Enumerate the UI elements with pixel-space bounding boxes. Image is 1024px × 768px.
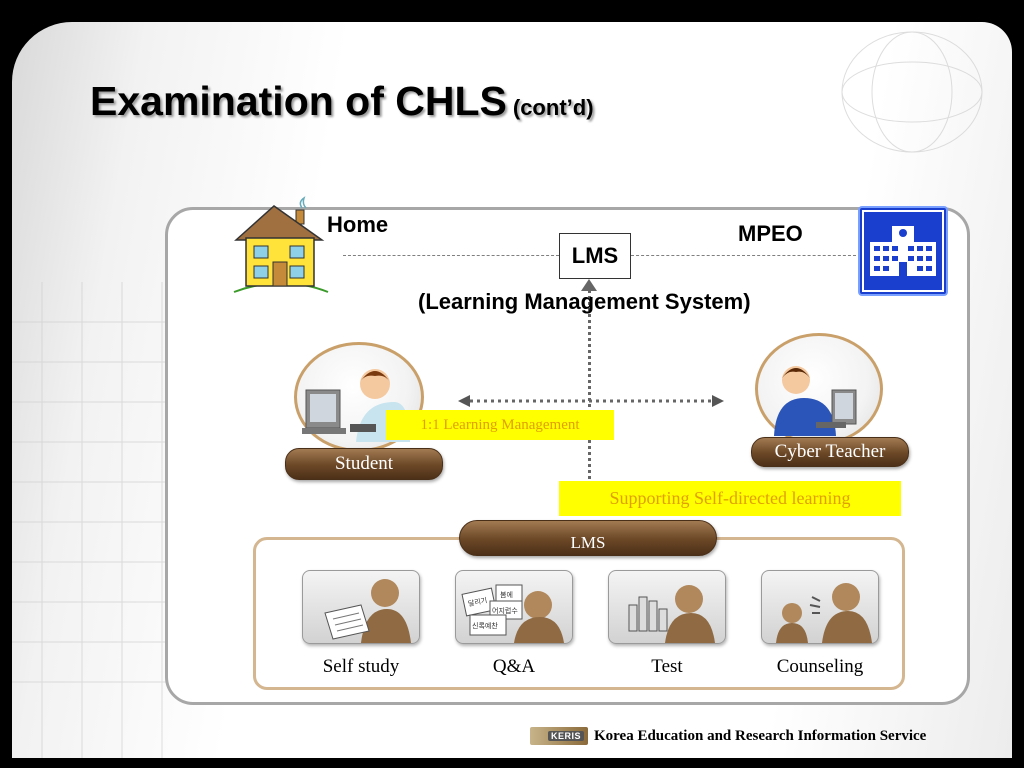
mpeo-label: MPEO [738,221,803,246]
qa-icon: 달리기 봄에 어지럽수 신록예찬 [461,584,564,643]
lms-full-name: (Learning Management System) [418,289,751,314]
self-directed-learning-tag: Supporting Self-directed learning [559,481,901,516]
cyber-teacher-label: Cyber Teacher [751,437,909,467]
footer: KERIS Korea Education and Research Infor… [530,724,926,748]
lms-section-label: LMS [459,520,717,556]
title-suffix: (cont’d) [512,95,594,120]
self-study-icon [324,579,411,643]
tool-label-counseling: Counseling [776,656,864,677]
student-label: Student [285,448,443,480]
lms-box: LMS [559,233,631,279]
home-label: Home [327,212,389,237]
tool-tile-counseling [761,570,879,644]
keris-logo-text: KERIS [547,731,584,741]
home-lms-connector [343,255,559,256]
tool-tile-qa: 달리기 봄에 어지럽수 신록예찬 [455,570,573,644]
slide-title: Examination of CHLS(cont’d) [90,78,594,125]
learning-management-tag: 1:1 Learning Management [386,410,614,440]
teacher-icon [774,366,857,436]
tool-label-test: Test [651,656,683,677]
school-building-icon [858,206,948,296]
qa-doc-text-4: 신록예찬 [472,621,498,630]
house-icon [233,196,329,293]
up-arrow-icon [581,279,597,291]
qa-doc-text-2: 봄에 [500,590,513,599]
tool-tile-self-study [302,570,420,644]
lms-box-label: LMS [571,243,619,268]
qa-doc-text-1: 달리기 [467,595,488,608]
tool-label-self-study: Self study [322,656,400,677]
lms-mpeo-connector [631,255,856,256]
test-icon [628,585,715,643]
tool-label-qa: Q&A [492,656,536,677]
tool-tile-test [608,570,726,644]
bidirectional-arrow-icon [458,395,724,407]
counseling-icon [776,583,872,643]
footer-org-name: Korea Education and Research Information… [594,727,927,744]
title-main: Examination of CHLS [90,78,507,124]
qa-doc-text-3: 어지럽수 [492,606,518,615]
keris-logo: KERIS [530,727,588,745]
